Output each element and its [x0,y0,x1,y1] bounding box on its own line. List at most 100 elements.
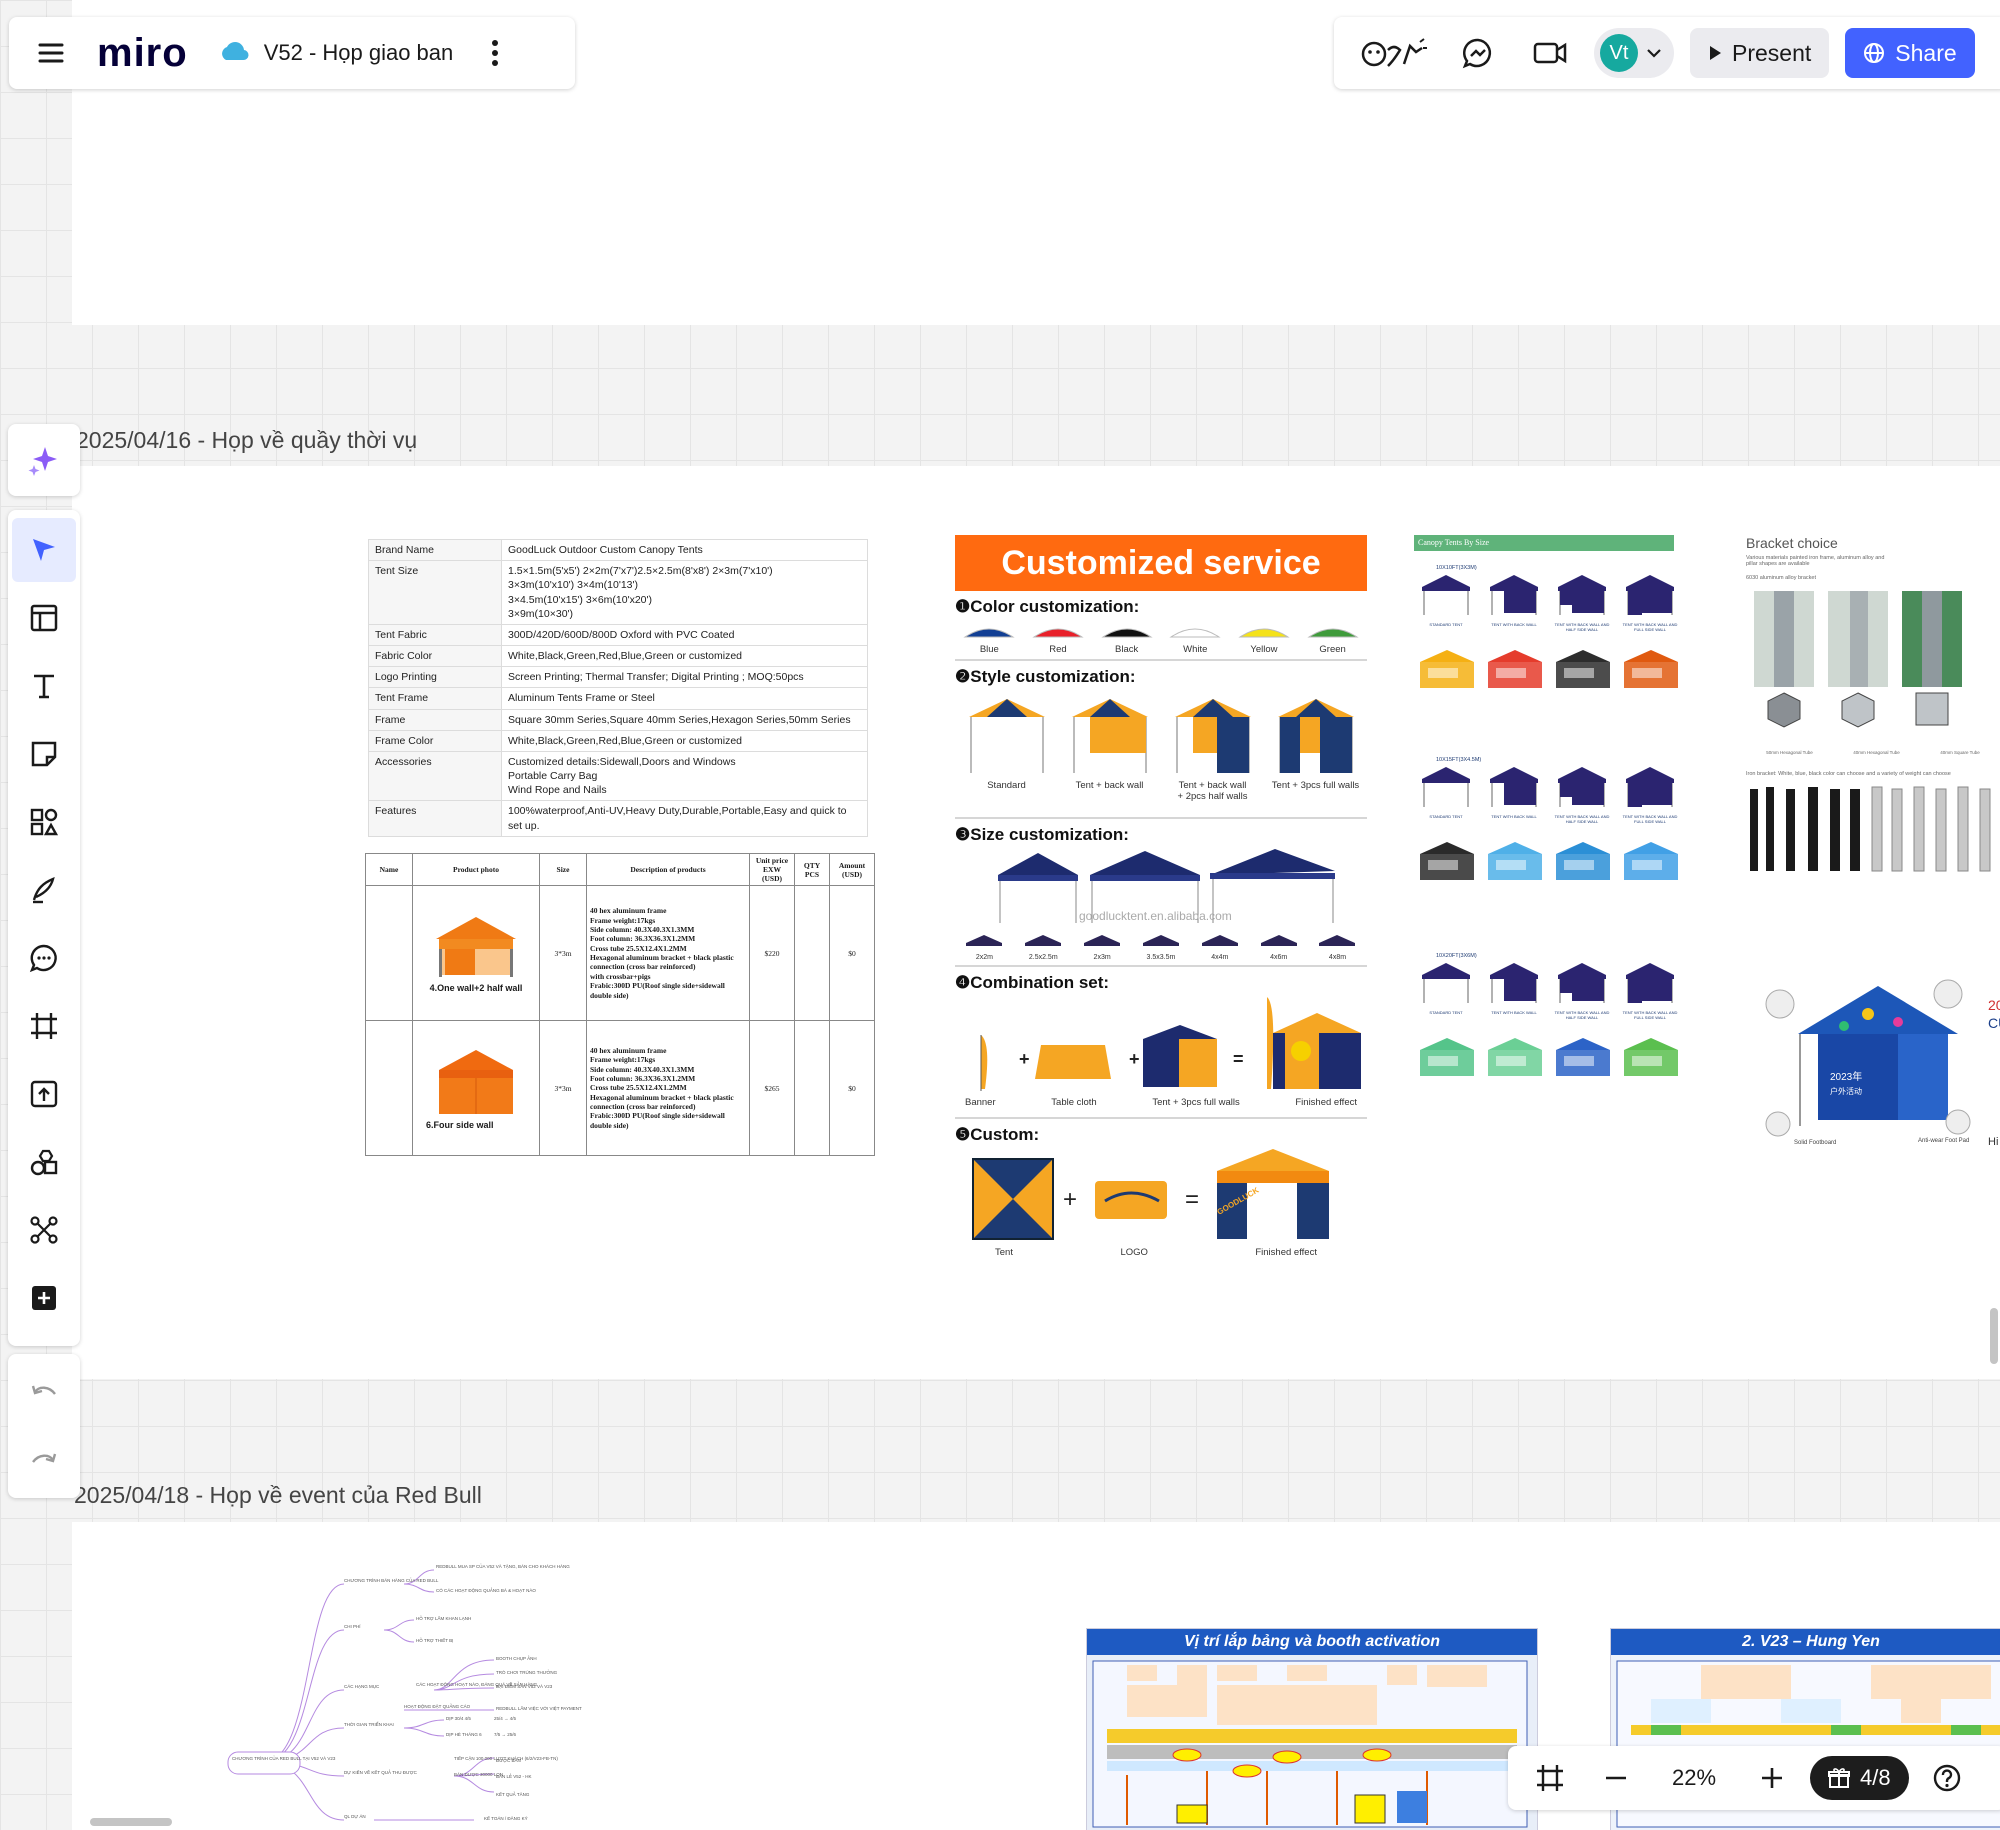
booth-activation-map[interactable]: Vị trí lắp bảng và booth activation [1086,1628,1538,1830]
mindmap-node: DỊP HÈ THÁNG 6 [446,1732,482,1737]
undo-button[interactable] [12,1360,76,1424]
video-call-button[interactable] [1522,25,1578,81]
cursor-arrow-icon [33,539,55,561]
iron-bracket-label: Iron bracket: White, blue, black color c… [1746,771,1951,777]
spec-key: Features [368,800,502,837]
upload-icon [30,1080,58,1108]
shapes-tool[interactable] [12,790,76,854]
spec-key: Brand Name [368,538,502,562]
canopy-type-label: TENT WITH BACK WALL AND FULL SIDE WALL [1622,622,1678,632]
help-button[interactable] [1919,1750,1975,1806]
price-cell: $220 [749,885,795,1021]
size-label: 2x2m [975,954,993,961]
comment-tool[interactable] [12,926,76,990]
style-option: Tent + 3pcs full walls [1271,695,1361,791]
canopy-type-label: STANDARD TENT [1429,1010,1463,1015]
tube-label: 40mm Square Tube [1940,750,1980,755]
canopy-tent-icon [1558,575,1606,615]
more-vertical-icon [492,40,499,66]
canopy-type-label: TENT WITH BACK WALL AND HALF SIDE WALL [1554,1010,1610,1020]
templates-tool[interactable] [12,586,76,650]
frame-title-red-bull[interactable]: 2025/04/18 - Họp về event của Red Bull [74,1482,482,1508]
col-desc: Description of products [586,853,750,886]
page-indicator: 4/8 [1860,1765,1891,1790]
canopy-tent-icon [1490,767,1538,807]
share-button[interactable]: Share [1845,28,1975,78]
main-menu-button[interactable] [23,25,79,81]
size-label: 3.5x3.5m [1146,954,1176,961]
small-tent-icon [1142,935,1179,946]
select-tool[interactable] [12,518,76,582]
frame-title-seasonal-booth[interactable]: 2025/04/16 - Họp về quầy thời vụ [76,427,418,453]
col-size: Size [539,853,587,886]
ai-assist-button[interactable] [12,428,76,492]
zoom-out-button[interactable] [1588,1750,1644,1806]
board-menu-button[interactable] [467,25,523,81]
canopy-type-label: TENT WITH BACK WALL [1491,1010,1537,1015]
more-tools-button[interactable] [12,1266,76,1330]
mindmap-tool[interactable] [12,1198,76,1262]
canopy-type-label: TENT WITH BACK WALL AND FULL SIDE WALL [1622,814,1678,824]
svg-text:Anti-wear Foot Pad: Anti-wear Foot Pad [1918,1138,1969,1144]
canopy-by-size-card[interactable]: Canopy Tents By Size 10X10FT(3X3M)STANDA… [1414,535,1724,1076]
tube-label: 40mm Hexagonal Tube [1853,750,1900,755]
history-toolbar [8,1354,80,1498]
size-cell: 3*3m [539,885,587,1021]
present-button[interactable]: Present [1690,28,1830,78]
miro-logo[interactable]: miro [97,30,188,75]
horizontal-scrollbar[interactable] [90,1818,172,1826]
diagram-tool[interactable] [12,1130,76,1194]
canopy-type-label: STANDARD TENT [1429,814,1463,819]
share-label: Share [1895,39,1957,66]
mindmap-node: HỖ TRỢ LẮM KHAN LẠNH [416,1616,472,1621]
comments-button[interactable] [1450,25,1506,81]
redo-button[interactable] [12,1428,76,1492]
size-label: 4x6m [1270,954,1288,961]
size-option: 2x2m [964,933,1004,961]
spec-key: Tent Frame [368,687,502,710]
customized-service-title: Customized service [955,535,1367,591]
vertical-scrollbar[interactable] [1990,1308,1998,1364]
sticky-note-tool[interactable] [12,722,76,786]
chevron-down-icon [1647,49,1661,58]
board-frame-red-bull[interactable]: CHƯƠNG TRÌNH CỦA RED BULL TẠI V52 VÀ V23… [72,1522,2000,1830]
printed-tent-icon [1624,842,1678,880]
canopy-tent-icon [1626,767,1674,807]
style-label: Standard [987,780,1026,791]
board-title[interactable]: V52 - Họp giao ban [263,40,454,65]
chat-icon [1462,38,1492,69]
board-header-right: Vt Present Share [1334,17,2000,89]
pen-tool[interactable] [12,858,76,922]
collaborators-button[interactable]: Vt [1594,28,1674,78]
zoom-level[interactable]: 22% [1671,1765,1717,1790]
zoom-in-button[interactable] [1744,1750,1800,1806]
mindmap-node: CHI PHÍ [344,1624,361,1629]
combination-set-image: + + = [980,997,1361,1091]
reactions-button[interactable] [1354,25,1434,81]
text-tool[interactable] [12,654,76,718]
style-tent-icon [968,699,1045,773]
upload-tool[interactable] [12,1062,76,1126]
printed-tent-icon [1624,1038,1678,1076]
frame-navigator-button[interactable]: 4/8 [1810,1756,1909,1800]
fit-to-screen-button[interactable] [1522,1750,1578,1806]
globe-icon [1864,43,1885,63]
plus-square-icon [32,1286,56,1310]
frame-tool[interactable] [12,994,76,1058]
customized-service-card[interactable]: Customized service ❶Color customization:… [955,535,1367,1341]
qty-cell [794,885,830,1021]
product-quote-card[interactable]: Name Product photo Size Description of p… [365,853,875,1156]
bracket-choice-card[interactable]: Bracket choice Various materials painted… [1746,535,2000,1055]
promo-tent-card[interactable]: 2023年 户外活动 Solid Footboard Anti-wear Foo… [1758,974,2000,1154]
play-icon [1710,46,1721,60]
mindmap-node: CÁC HOẠT ĐỘNG HOẠT NÀO, ĐÁNG QUÁ VỀ SẢN … [416,1682,538,1687]
